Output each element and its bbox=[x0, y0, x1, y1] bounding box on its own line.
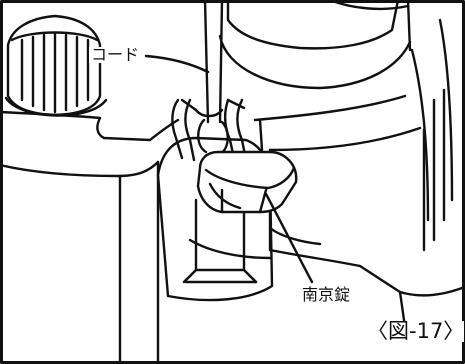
cord-leader-line bbox=[144, 54, 210, 74]
hasp-loops bbox=[171, 98, 264, 162]
upper-housing bbox=[218, 0, 454, 252]
padlock-body bbox=[196, 150, 298, 214]
figure-number: 〈図-17〉 bbox=[367, 319, 465, 343]
padlock-leader-line bbox=[264, 192, 314, 284]
cord-label: コード bbox=[89, 45, 142, 64]
padlock-label: 南京錠 bbox=[300, 285, 353, 304]
ribbed-knob bbox=[4, 14, 108, 117]
cord bbox=[203, 0, 224, 124]
